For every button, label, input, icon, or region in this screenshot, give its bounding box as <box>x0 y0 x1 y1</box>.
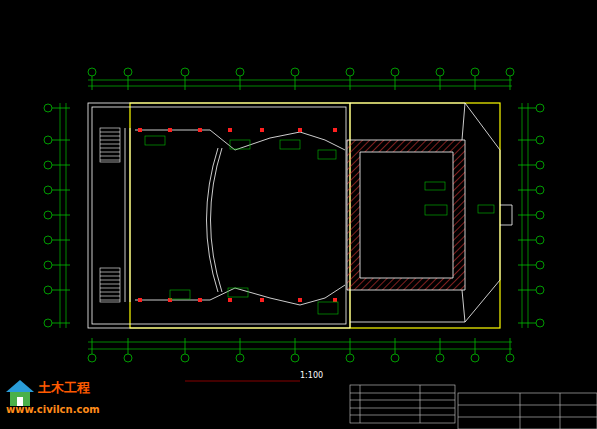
stairs <box>100 128 120 302</box>
logo-house <box>6 380 34 406</box>
columns <box>138 128 337 302</box>
grid-bubbles <box>44 68 544 362</box>
auditorium <box>125 128 345 305</box>
dimension-lines <box>60 80 528 349</box>
watermark: 土木工程 <box>38 381 90 394</box>
callout-boxes <box>145 136 494 314</box>
title-underline <box>185 381 300 382</box>
tables <box>350 385 597 429</box>
watermark-url: www.civilcn.com <box>6 405 100 415</box>
scale-label: 1:100 <box>300 372 323 380</box>
outer-wall <box>130 103 500 328</box>
building-walls <box>88 103 512 328</box>
stage-wall <box>347 140 465 290</box>
